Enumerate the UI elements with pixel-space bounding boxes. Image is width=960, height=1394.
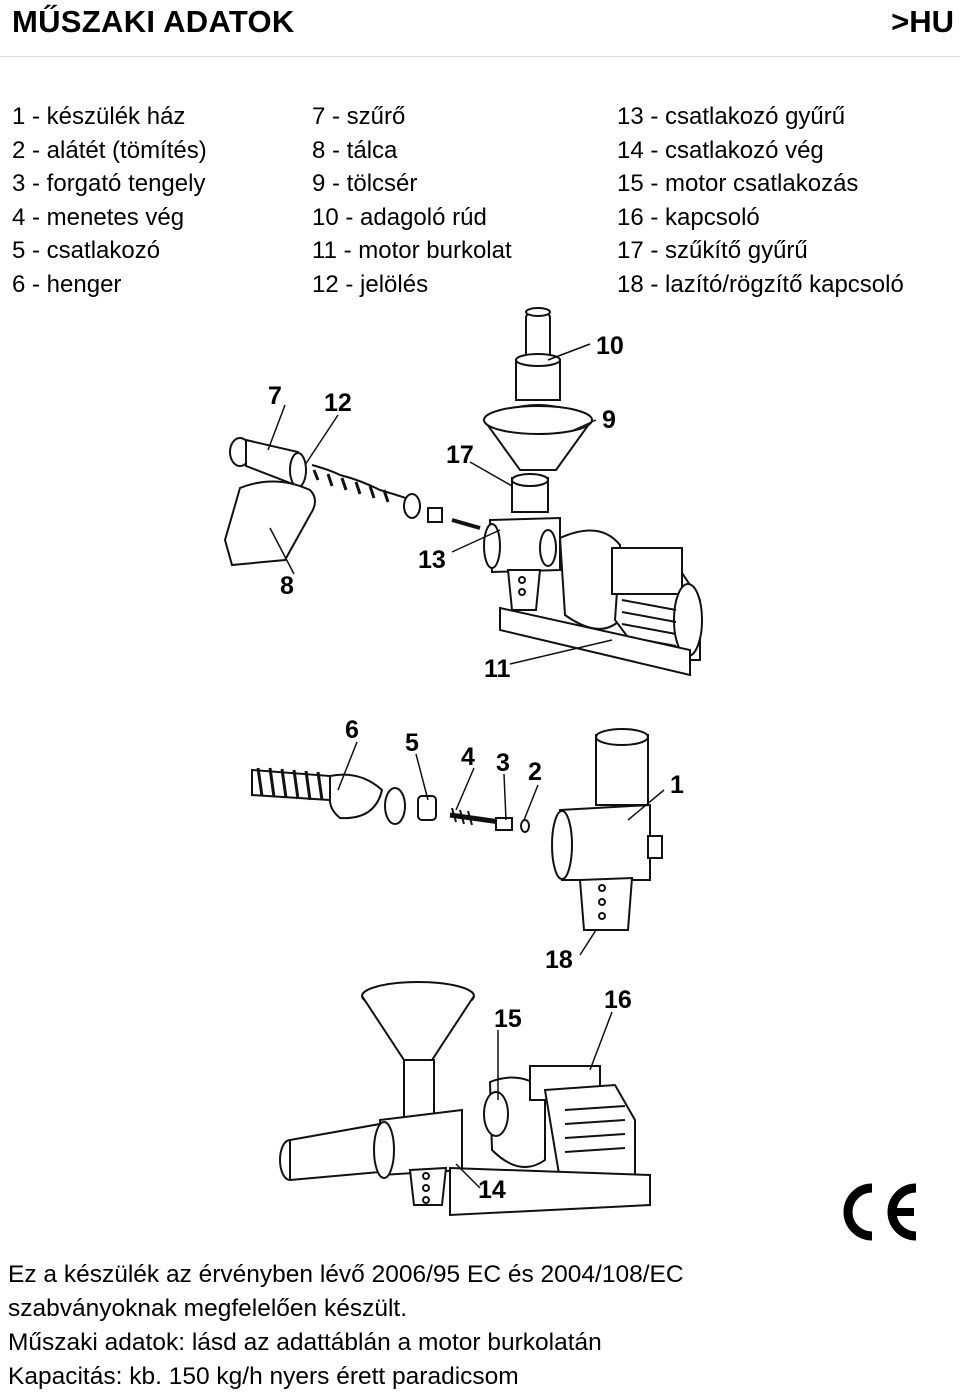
part-item: 6 - henger	[12, 270, 122, 298]
part-item: 5 - csatlakozó	[12, 237, 161, 264]
part-item: 14 - csatlakozó vég	[617, 136, 824, 164]
callout-8: 8	[280, 572, 294, 600]
ce-mark-icon	[843, 1183, 917, 1241]
callout-9: 9	[602, 406, 616, 434]
part-item: 9 - tölcsér	[312, 170, 418, 197]
callout-6: 6	[345, 716, 359, 744]
callout-1: 1	[670, 771, 684, 799]
callout-16: 16	[604, 986, 632, 1014]
parts-list-column-3: 13 - csatlakozó gyűrű 14 - csatlakozó vé…	[617, 100, 904, 301]
parts-list-column-1: 1 - készülék ház 2 - alátét (tömítés) 3 …	[12, 100, 207, 301]
callout-10: 10	[596, 332, 624, 360]
language-code: >HU	[891, 4, 954, 39]
callout-7: 7	[268, 382, 282, 410]
callout-3: 3	[496, 749, 510, 777]
assembled-machine-top	[223, 307, 703, 677]
part-item: 7 - szűrő	[312, 103, 406, 130]
exploded-parts-middle	[251, 728, 663, 931]
callout-2: 2	[528, 758, 542, 786]
part-item: 10 - adagoló rúd	[312, 203, 487, 231]
compliance-text: Ez a készülék az érvényben lévő 2006/95 …	[8, 1258, 684, 1394]
callout-14: 14	[478, 1176, 506, 1204]
callout-18: 18	[545, 946, 573, 974]
callout-17: 17	[446, 441, 474, 469]
callout-5: 5	[405, 729, 419, 757]
callout-13: 13	[418, 546, 446, 574]
header-divider	[0, 56, 960, 57]
footer-line: Műszaki adatok: lásd az adattáblán a mot…	[8, 1329, 602, 1356]
part-item: 15 - motor csatlakozás	[617, 170, 859, 197]
part-item: 1 - készülék ház	[12, 103, 186, 130]
exploded-view-diagram: 10 9 7 12 17 13 8 11 6 5 4 3 2 1 18 16 1…	[223, 307, 703, 1217]
part-item: 17 - szűkítő gyűrű	[617, 237, 808, 264]
part-item: 12 - jelölés	[312, 270, 429, 298]
footer-line: Ez a készülék az érvényben lévő 2006/95 …	[8, 1261, 684, 1288]
part-item: 16 - kapcsoló	[617, 203, 760, 231]
callout-12: 12	[324, 389, 352, 417]
part-item: 4 - menetes vég	[12, 203, 185, 231]
parts-list-column-2: 7 - szűrő 8 - tálca 9 - tölcsér 10 - ada…	[312, 100, 512, 301]
footer-line: Kapacitás: kb. 150 kg/h nyers érett para…	[8, 1363, 519, 1390]
part-item: 18 - lazító/rögzítő kapcsoló	[617, 270, 904, 298]
callout-11: 11	[484, 655, 511, 683]
part-item: 3 - forgató tengely	[12, 170, 206, 197]
page-title: MŰSZAKI ADATOK	[12, 4, 295, 39]
footer-line: szabványoknak megfelelően készült.	[8, 1295, 408, 1322]
leader-lines	[267, 343, 665, 1189]
assembled-machine-bottom	[279, 981, 651, 1217]
callout-4: 4	[461, 743, 475, 771]
callout-labels: 10 9 7 12 17 13 8 11 6 5 4 3 2 1 18 16 1…	[268, 332, 684, 1204]
part-item: 13 - csatlakozó gyűrű	[617, 103, 846, 130]
part-item: 2 - alátét (tömítés)	[12, 136, 207, 164]
part-item: 8 - tálca	[312, 136, 398, 164]
callout-15: 15	[494, 1005, 522, 1033]
part-item: 11 - motor burkolat	[312, 237, 512, 264]
